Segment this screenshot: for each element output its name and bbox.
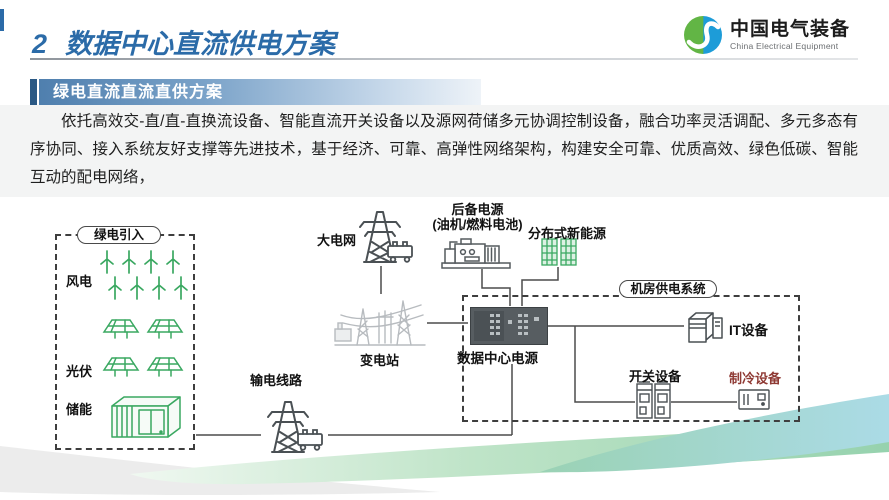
dc-power-label: 数据中心电源: [457, 351, 538, 366]
it-server-icon: [688, 312, 723, 343]
logo-globe-icon: [684, 16, 722, 54]
pv-label: 光伏: [66, 364, 93, 379]
substation-icon: [334, 300, 426, 346]
cooling-label: 制冷设备: [729, 371, 782, 386]
paragraph-background: [0, 105, 889, 197]
bottom-wave-decoration: [0, 394, 889, 495]
title-underline: [30, 58, 858, 60]
distributed-panels-icon: [541, 238, 577, 266]
backup-power-label: 后备电源 (油机/燃料电池): [425, 202, 530, 232]
banner-accent-bar: [30, 79, 37, 106]
slide-number: 2: [32, 29, 48, 59]
generator-icon: [441, 238, 511, 269]
transmission-tower-icon: [267, 401, 323, 453]
company-logo: 中国电气装备 China Electrical Equipment: [683, 15, 850, 55]
backup-label-line2: (油机/燃料电池): [432, 217, 523, 232]
distributed-label: 分布式新能源: [528, 226, 607, 241]
it-label: IT设备: [729, 323, 768, 338]
substation-label: 变电站: [360, 353, 400, 368]
grid-tower-icon: [359, 211, 413, 263]
body-paragraph: 依托高效交-直/直-直换流设备、智能直流开关设备以及源网荷储多元协调控制设备，融…: [30, 113, 858, 186]
room-power-box-title: 机房供电系统: [619, 280, 717, 298]
transmission-label: 输电线路: [250, 373, 303, 388]
dc-power-cabinet-icon: [470, 307, 548, 345]
cooling-unit-icon: [738, 389, 770, 410]
section-banner: 绿电直流直流直供方案: [39, 79, 481, 106]
switchgear-label: 开关设备: [629, 369, 682, 384]
slide-title-text: 数据中心直流供电方案: [65, 29, 336, 59]
grid-label: 大电网: [317, 233, 357, 248]
logo-name-en: China Electrical Equipment: [730, 40, 839, 51]
solar-panels-icon: [103, 319, 183, 377]
corner-accent: [0, 9, 4, 31]
green-power-box-title: 绿电引入: [77, 226, 161, 244]
storage-container-icon: [111, 396, 181, 438]
backup-label-line1: 后备电源: [451, 202, 504, 217]
storage-label: 储能: [66, 402, 93, 417]
wind-turbines-icon: [100, 250, 188, 300]
switchgear-icon: [636, 381, 671, 419]
logo-name-cn: 中国电气装备: [730, 18, 851, 40]
wind-label: 风电: [66, 274, 93, 289]
page-title: 2 数据中心直流供电方案: [32, 22, 335, 61]
